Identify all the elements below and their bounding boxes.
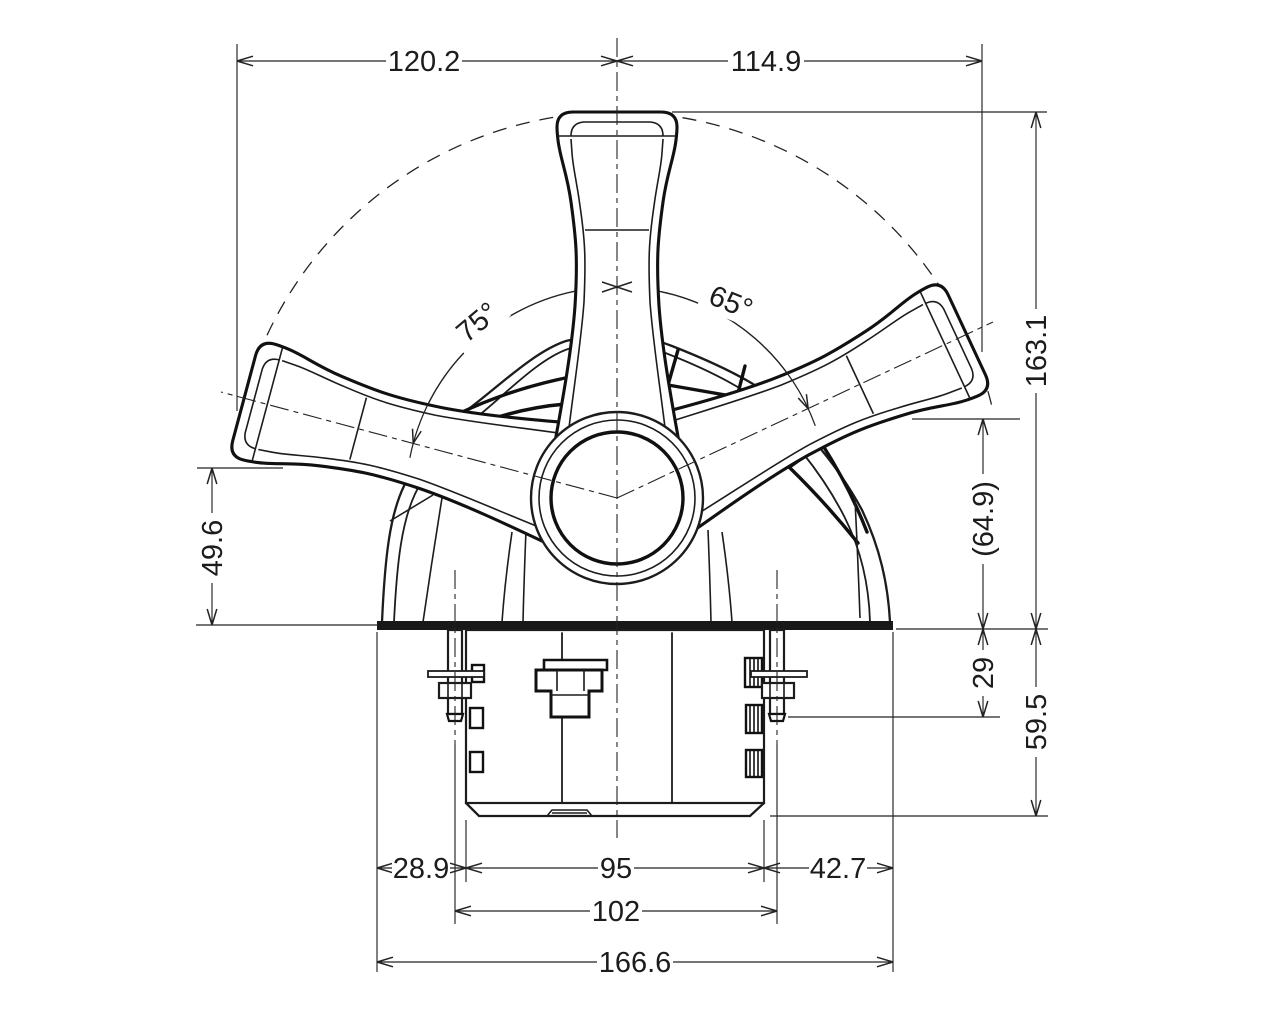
svg-text:59.5: 59.5 (1021, 694, 1053, 750)
dimensions: 120.2 114.9 163.1 (64.9) 29 59.5 49.6 2 (196, 44, 1053, 979)
svg-text:166.6: 166.6 (599, 947, 672, 979)
dim-body-height: 59.5 (1020, 687, 1053, 757)
svg-text:29: 29 (968, 657, 1000, 689)
svg-text:(64.9): (64.9) (968, 481, 1000, 557)
svg-text:114.9: 114.9 (731, 46, 801, 78)
dim-stud-spacing: 102 (590, 895, 642, 928)
base-plate (377, 621, 893, 630)
angle-label-left: 75° (443, 289, 511, 355)
dim-overall-width: 166.6 (597, 946, 673, 979)
dim-top-left-width: 120.2 (386, 45, 462, 78)
dim-top-right-width: 114.9 (728, 45, 804, 78)
dim-overall-height: 163.1 (1020, 309, 1053, 393)
dim-housing-width: 95 (598, 852, 634, 885)
dim-hub-to-base: (64.9) (967, 474, 1000, 564)
svg-text:120.2: 120.2 (388, 46, 461, 78)
dim-arm-to-base: 49.6 (196, 513, 229, 583)
dim-bottom-right-offset: 42.7 (809, 852, 867, 885)
svg-text:95: 95 (600, 853, 632, 885)
center-connector (534, 658, 609, 719)
terminals-right (743, 656, 764, 779)
svg-text:163.1: 163.1 (1021, 315, 1053, 388)
svg-text:102: 102 (592, 896, 640, 928)
svg-text:28.9: 28.9 (393, 853, 449, 885)
base-and-housing (377, 621, 893, 818)
centerlines (220, 38, 994, 838)
housing-body (464, 628, 766, 805)
terminal-left-1 (468, 706, 485, 730)
svg-text:49.6: 49.6 (197, 520, 229, 576)
dim-bottom-left-offset: 28.9 (392, 852, 450, 885)
dim-stud-length: 29 (967, 650, 1000, 696)
terminal-left-2 (468, 750, 485, 774)
svg-text:42.7: 42.7 (810, 853, 866, 885)
